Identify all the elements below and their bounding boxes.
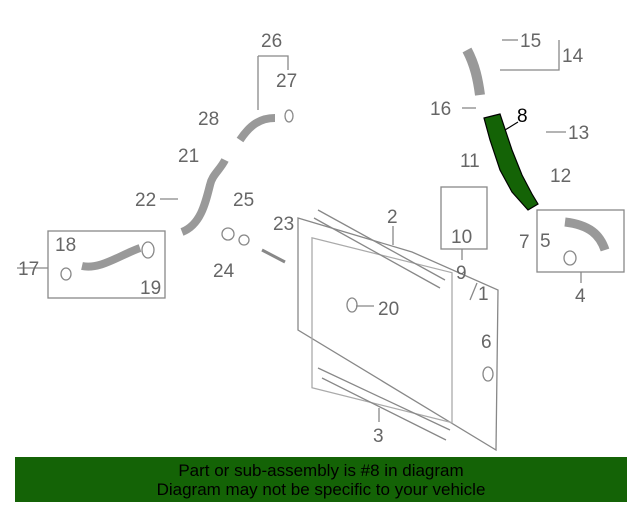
callout-20[interactable]: 20 [378, 299, 399, 320]
callout-18[interactable]: 18 [55, 235, 76, 256]
callout-21[interactable]: 21 [178, 146, 199, 167]
hose-18 [81, 244, 142, 271]
callout-17[interactable]: 17 [18, 259, 39, 280]
callout-15[interactable]: 15 [520, 31, 541, 52]
part-8-highlight [483, 113, 539, 211]
callout-25[interactable]: 25 [233, 190, 254, 211]
callout-28[interactable]: 28 [198, 109, 219, 130]
callout-16[interactable]: 16 [430, 99, 451, 120]
callout-8[interactable]: 8 [517, 106, 528, 127]
box-17 [47, 230, 166, 299]
callout-26[interactable]: 26 [261, 31, 282, 52]
callout-5[interactable]: 5 [540, 231, 551, 252]
radiator-outline [297, 217, 499, 452]
hose-15 [462, 47, 485, 96]
callout-7[interactable]: 7 [519, 232, 530, 253]
callout-23[interactable]: 23 [273, 214, 294, 235]
banner-line-1: Part or sub-assembly is #8 in diagram [178, 461, 464, 480]
callout-19[interactable]: 19 [140, 278, 161, 299]
hose-21 [180, 158, 229, 236]
callout-9[interactable]: 9 [456, 263, 467, 284]
callout-3[interactable]: 3 [373, 426, 384, 447]
info-banner: Part or sub-assembly is #8 in diagram Di… [15, 457, 627, 502]
callout-4[interactable]: 4 [575, 286, 586, 307]
banner-line-2: Diagram may not be specific to your vehi… [156, 480, 486, 499]
callout-6[interactable]: 6 [481, 332, 492, 353]
callout-2[interactable]: 2 [387, 207, 398, 228]
callout-22[interactable]: 22 [135, 190, 156, 211]
hose-5 [564, 217, 610, 252]
callout-1[interactable]: 1 [478, 284, 489, 305]
callout-12[interactable]: 12 [550, 166, 571, 187]
callout-27[interactable]: 27 [276, 71, 297, 92]
callout-24[interactable]: 24 [213, 261, 235, 282]
callout-13[interactable]: 13 [568, 123, 589, 144]
hose-28 [236, 114, 276, 143]
callout-10[interactable]: 10 [451, 227, 472, 248]
radiator-core [311, 236, 453, 424]
callout-14[interactable]: 14 [562, 46, 584, 67]
box-9 [440, 186, 488, 250]
callout-11[interactable]: 11 [460, 151, 480, 172]
